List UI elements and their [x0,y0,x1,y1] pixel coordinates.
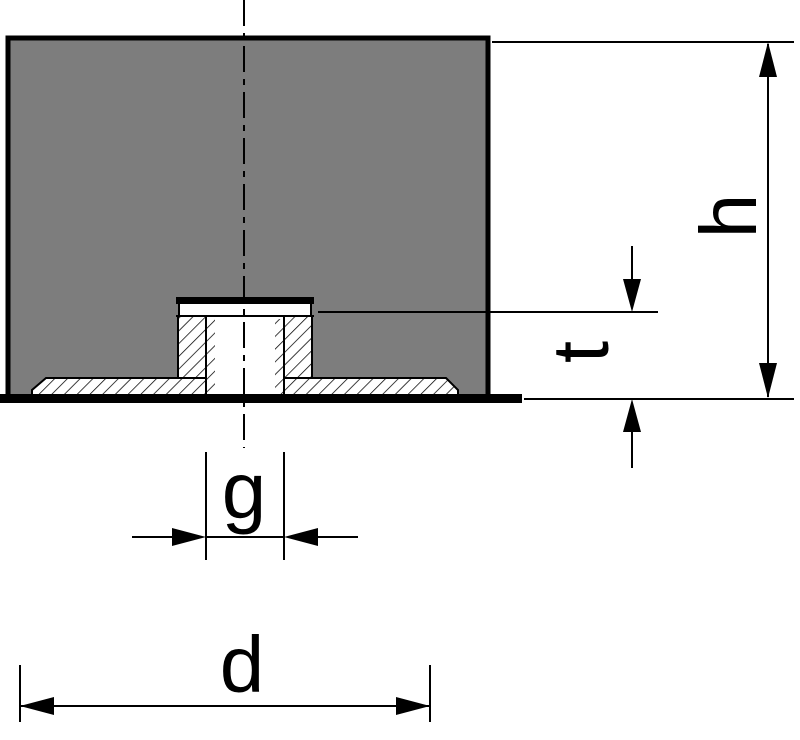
bushing-wall-left [177,315,207,379]
dim-d: d [19,620,431,722]
bushing-wall-right [283,315,313,379]
dim-g-arrow-right [172,528,206,546]
dim-h: h [492,41,794,400]
thread-ticks-left [206,319,215,396]
dim-d-label: d [220,620,265,709]
dim-t-arrow-down [623,279,641,312]
base-line [0,394,522,403]
dim-t-arrow-up [623,399,641,432]
dim-d-arrow-left [20,697,54,715]
dim-h-arrow-down [759,363,777,398]
dim-g-label: g [222,446,267,535]
dim-d-arrow-right [396,697,430,715]
dim-t-label: t [536,341,625,363]
dim-h-arrow-up [759,42,777,77]
dim-h-label: h [684,194,773,239]
dim-g: g [132,446,358,560]
dim-t: t [318,246,658,468]
dim-g-arrow-left [284,528,318,546]
thread-ticks-right [275,319,284,396]
